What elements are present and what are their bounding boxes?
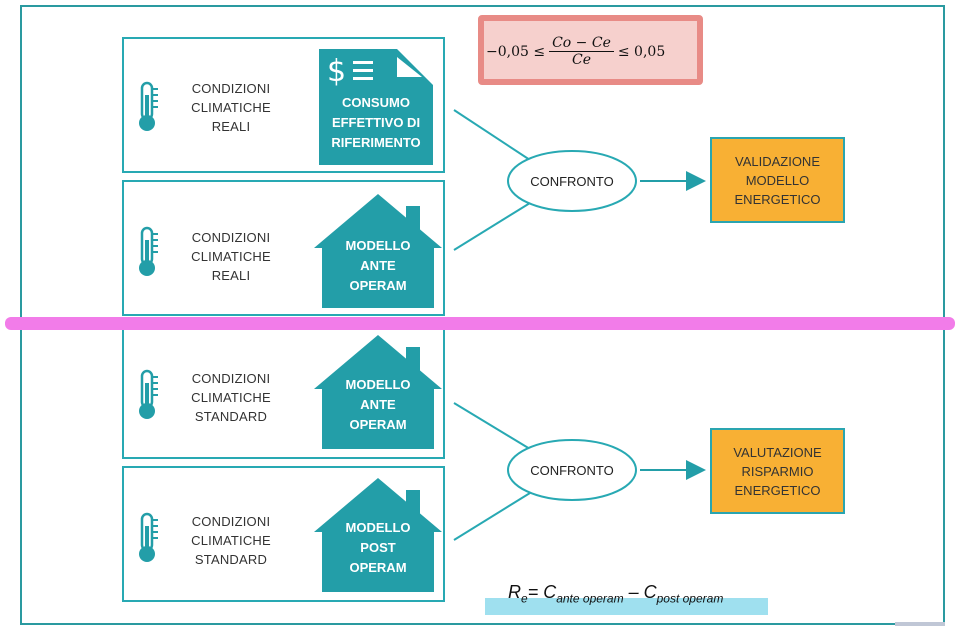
- connector-line: [453, 492, 531, 541]
- formula-subscript: post operam: [656, 591, 724, 606]
- result-line: RISPARMIO: [741, 463, 814, 479]
- formula-subscript: e: [521, 591, 528, 606]
- highlight-divider: [5, 317, 955, 330]
- svg-text:$: $: [327, 54, 346, 89]
- conditions-line: CONDIZIONI: [191, 230, 271, 245]
- icon-label-line: MODELLO: [345, 238, 411, 253]
- icon-label-line: OPERAM: [349, 560, 407, 575]
- conditions-line: STANDARD: [194, 409, 268, 424]
- icon-label-line: EFFETTIVO DI: [331, 115, 421, 130]
- confronto-ellipse: [507, 150, 637, 212]
- formula-lhs: −0,05 ≤: [486, 43, 546, 60]
- icon-label-line: MODELLO: [345, 377, 411, 392]
- conditions-line: CLIMATICHE: [191, 390, 271, 405]
- conditions-line: CONDIZIONI: [191, 514, 271, 529]
- connector-line: [453, 402, 531, 450]
- connector-line: [453, 109, 531, 161]
- document-dollar-icon: $: [319, 49, 433, 165]
- icon-label-line: CONSUMO: [342, 95, 410, 110]
- formula-operator: =: [527, 582, 544, 602]
- panel-real-ante: CONDIZIONI CLIMATICHE REALI MODELLO ANTE…: [122, 180, 445, 316]
- conditions-label: CONDIZIONI CLIMATICHE REALI: [186, 228, 276, 285]
- thermometer-icon: [139, 226, 158, 276]
- thermometer-icon: [139, 369, 158, 419]
- house-icon: [314, 194, 442, 308]
- house-icon: [314, 478, 442, 592]
- formula-symbol: R: [508, 582, 521, 602]
- formula-denominator: Ce: [571, 52, 591, 68]
- panel-standard-ante: CONDIZIONI CLIMATICHE STANDARD MODELLO A…: [122, 323, 445, 459]
- conditions-line: CLIMATICHE: [191, 533, 271, 548]
- confronto-label: CONFRONTO: [530, 463, 614, 478]
- conditions-line: CLIMATICHE: [191, 100, 271, 115]
- conditions-line: CONDIZIONI: [191, 371, 271, 386]
- icon-label-line: POST: [360, 540, 396, 555]
- icon-label-line: MODELLO: [345, 520, 411, 535]
- watermark-mark: [895, 622, 945, 626]
- conditions-line: STANDARD: [194, 552, 268, 567]
- result-line: ENERGETICO: [734, 191, 821, 207]
- conditions-line: CONDIZIONI: [191, 81, 271, 96]
- confronto-ellipse: [507, 439, 637, 501]
- formula-symbol: C: [543, 582, 557, 602]
- conditions-line: REALI: [211, 119, 251, 134]
- formula-rhs: ≤ 0,05: [617, 43, 666, 60]
- icon-label: MODELLO POST OPERAM: [321, 518, 435, 578]
- result-line: VALIDAZIONE: [734, 153, 820, 169]
- result-line: VALUTAZIONE: [733, 444, 822, 460]
- savings-formula: Re= Cante operam – Cpost operam: [508, 582, 723, 606]
- conditions-label: CONDIZIONI CLIMATICHE STANDARD: [186, 369, 276, 426]
- icon-label-line: ANTE: [360, 258, 396, 273]
- result-box-validation: VALIDAZIONE MODELLO ENERGETICO: [710, 137, 845, 223]
- diagram-frame: [20, 5, 945, 625]
- formula-operator: –: [623, 582, 644, 602]
- conditions-line: REALI: [211, 268, 251, 283]
- thermometer-icon: [139, 81, 158, 131]
- panel-real-consumption: CONDIZIONI CLIMATICHE REALI $ CONSUMO EF…: [122, 37, 445, 173]
- thermometer-icon: [139, 512, 158, 562]
- icon-label: MODELLO ANTE OPERAM: [321, 375, 435, 435]
- formula-numerator: Co − Ce: [549, 35, 614, 52]
- icon-label-line: RIFERIMENTO: [331, 135, 421, 150]
- conditions-label: CONDIZIONI CLIMATICHE REALI: [186, 79, 276, 136]
- result-line: MODELLO: [745, 172, 810, 188]
- confronto-label: CONFRONTO: [530, 174, 614, 189]
- formula-highlight: [485, 598, 768, 615]
- conditions-label: CONDIZIONI CLIMATICHE STANDARD: [186, 512, 276, 569]
- connector-line: [453, 202, 531, 251]
- result-box-savings: VALUTAZIONE RISPARMIO ENERGETICO: [710, 428, 845, 514]
- icon-label: CONSUMO EFFETTIVO DI RIFERIMENTO: [319, 93, 433, 153]
- icon-label-line: OPERAM: [349, 417, 407, 432]
- icon-label-line: OPERAM: [349, 278, 407, 293]
- house-icon: [314, 335, 442, 449]
- formula-symbol: C: [643, 582, 657, 602]
- formula-subscript: ante operam: [556, 591, 624, 606]
- icon-label: MODELLO ANTE OPERAM: [321, 236, 435, 296]
- conditions-line: CLIMATICHE: [191, 249, 271, 264]
- panel-standard-post: CONDIZIONI CLIMATICHE STANDARD MODELLO P…: [122, 466, 445, 602]
- icon-label-line: ANTE: [360, 397, 396, 412]
- formula-fraction: Co − Ce Ce: [549, 35, 614, 68]
- tolerance-formula: −0,05 ≤ Co − Ce Ce ≤ 0,05: [478, 15, 703, 85]
- result-line: ENERGETICO: [734, 482, 821, 498]
